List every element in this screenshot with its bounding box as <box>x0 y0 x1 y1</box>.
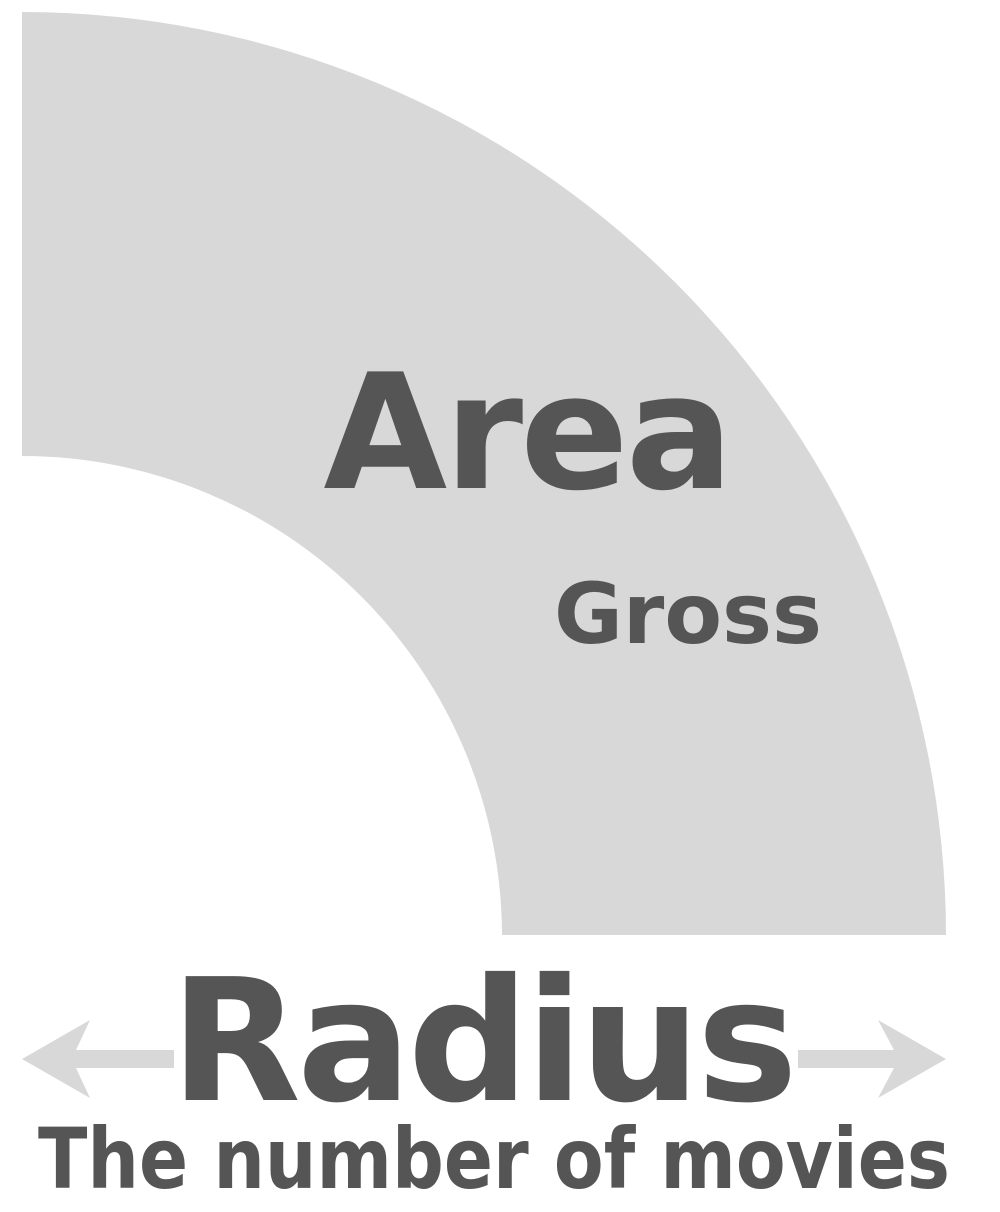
left-arrow-icon <box>22 1020 174 1098</box>
left-arrow-head <box>22 1020 90 1098</box>
radius-label: Radius <box>170 943 794 1141</box>
right-arrow-head <box>878 1020 946 1098</box>
area-sublabel: Gross <box>554 565 822 663</box>
right-arrow-icon <box>798 1020 946 1098</box>
left-arrow-shaft <box>76 1050 174 1068</box>
radius-sublabel: The number of movies <box>38 1110 950 1208</box>
right-arrow-shaft <box>798 1050 894 1068</box>
area-label: Area <box>323 339 730 526</box>
area-shape <box>22 12 946 935</box>
